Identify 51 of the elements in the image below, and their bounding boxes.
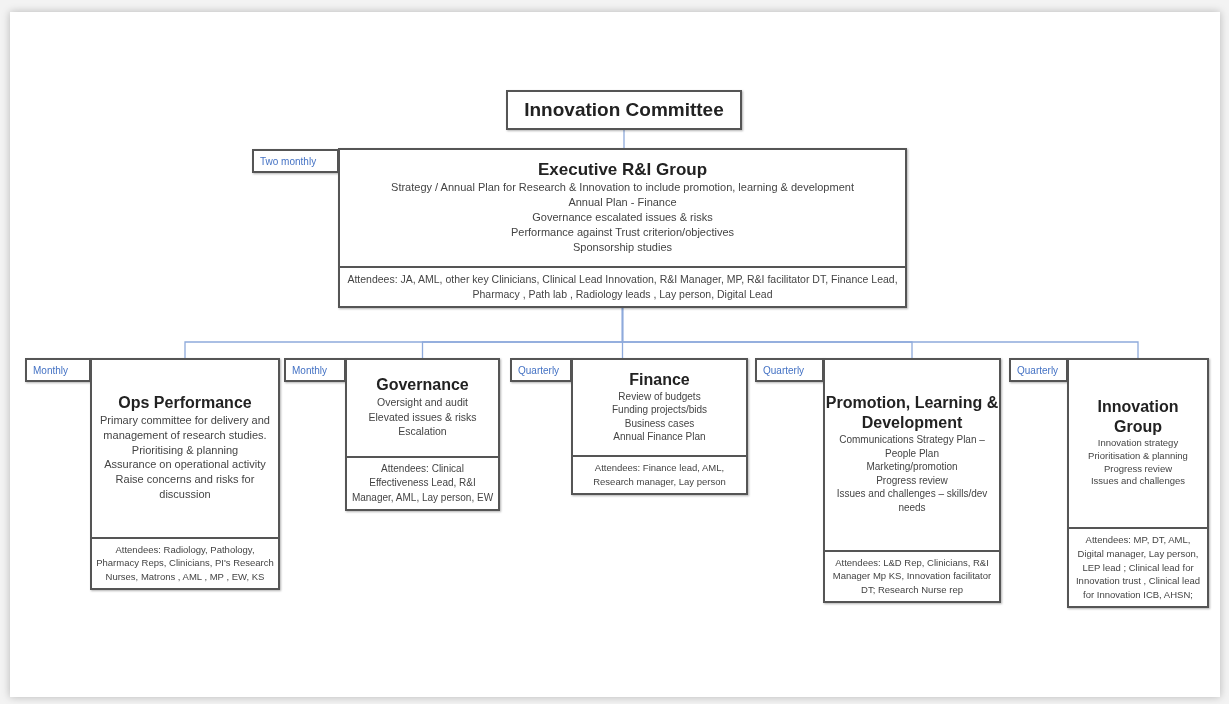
committee-box: Innovation Committee [506, 90, 742, 130]
attendees-section: Attendees: MP, DT, AML, Digital manager, Lay person, LEP lead ; Clinical lead for Innovation trust , Clinical lead for Innovation ICB, AHSN; [1069, 527, 1207, 606]
committee-heading: Innovation Group [1096, 396, 1180, 437]
frequency-tag: Monthly [25, 358, 91, 382]
remit-item: Strategy / Annual Plan for Research & Innovation to include promotion, learning & development [390, 180, 855, 196]
remit-item: Annual Plan - Finance [567, 195, 678, 210]
remit-item: Assurance on operational activity [103, 457, 267, 473]
connector-line [623, 129, 625, 149]
remit-item: Issues and challenges [1090, 475, 1186, 489]
attendees-section: Attendees: Radiology, Pathology, Pharmacy Reps, Clinicians, PI's Research Nurses, Matrons , AML , MP , EW, KS [92, 536, 278, 588]
committee-box [1067, 358, 1209, 608]
committee-box [823, 358, 1001, 603]
attendees-section: Attendees: JA, AML, other key Clinicians, Clinical Lead Innovation, R&I Manager, MP, R&I facilitator DT, Finance Lead, Pharmacy , Path lab , Radiology leads , Lay person, Digital Lead [340, 265, 905, 306]
remit-item: Primary committee for delivery and management of research studies. [99, 412, 271, 443]
remit-item: Performance against Trust criterion/objectives [509, 224, 736, 240]
attendees-section: Attendees: Finance lead, AML, Research manager, Lay person [573, 455, 746, 493]
remit-item: Governance escalated issues & risks [531, 210, 714, 225]
frequency-tag: Quarterly [1009, 358, 1068, 382]
remit-item: Review of budgets [617, 389, 702, 404]
frequency-tag: Two monthly [252, 149, 339, 173]
remit-item: Communications Strategy Plan – People Plan [838, 433, 986, 461]
remit-item: Prioritisation & planning [1087, 449, 1189, 463]
committee-box [571, 358, 748, 495]
remit-item: Innovation strategy [1096, 436, 1180, 450]
frequency-tag: Quarterly [755, 358, 824, 382]
remit-item: Sponsorship studies [571, 239, 674, 255]
frequency-tag: Monthly [284, 358, 346, 382]
remit-item: Prioritising & planning [130, 442, 240, 458]
remit-item: Funding projects/bids [610, 403, 709, 417]
attendees-section: Attendees: Clinical Effectiveness Lead, R&I Manager, AML, Lay person, EW [347, 455, 498, 509]
frequency-tag: Quarterly [510, 358, 572, 382]
remit-item: Oversight and audit [375, 395, 470, 410]
committee-box [90, 358, 280, 590]
attendees-section: Attendees: L&D Rep, Clinicians, R&I Manager Mp KS, Innovation facilitator DT; Research Nurse rep [825, 549, 999, 601]
remit-item: Marketing/promotion [865, 460, 959, 474]
remit-item: Progress review [1102, 462, 1174, 476]
committee-heading: Governance [375, 375, 470, 396]
connector-line [621, 307, 1139, 359]
committee-heading: Ops Performance [117, 392, 253, 413]
remit-item: Elevated issues & risks [367, 409, 478, 424]
committee-heading: Executive R&I Group [536, 159, 709, 181]
committee-heading: Finance [628, 369, 691, 390]
remit-item: Progress review [875, 473, 949, 488]
committee-box [338, 148, 907, 308]
remit-item: Annual Finance Plan [612, 430, 707, 444]
remit-item: Escalation [397, 423, 448, 438]
remit-item: Business cases [623, 416, 696, 431]
remit-item: Issues and challenges – skills/dev needs [835, 487, 989, 515]
remit-item: Raise concerns and risks for discussion [114, 472, 256, 502]
committee-heading: Promotion, Learning & Development [825, 393, 999, 434]
committee-box [345, 358, 500, 511]
